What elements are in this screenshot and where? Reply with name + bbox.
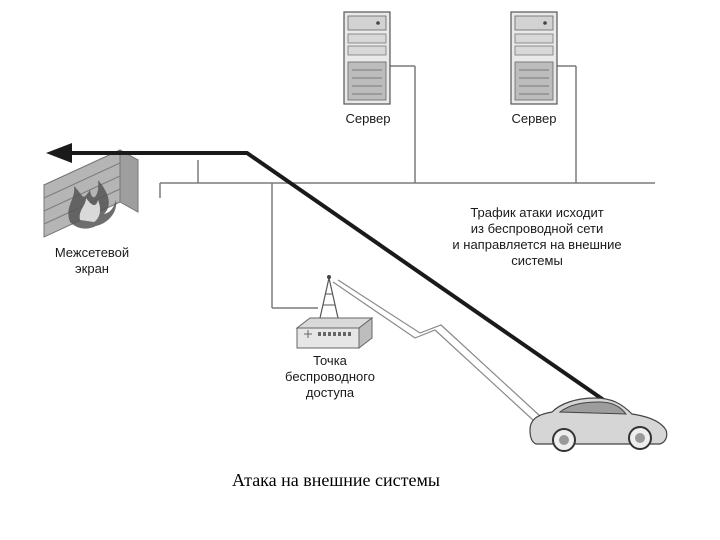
wireless-signal (332, 279, 541, 421)
server-left-label: Сервер (345, 111, 391, 126)
network-lines (159, 65, 655, 309)
figure-caption: Атака на внешние системы (232, 470, 440, 490)
attack-note: Трафик атаки исходит из беспроводной сет… (432, 205, 642, 269)
access-point-icon (295, 275, 374, 350)
server-left (343, 11, 391, 105)
access-point-label: Точка беспроводного доступа (270, 353, 390, 401)
attack-note-line3: и направляется на внешние (452, 237, 622, 252)
arrow-head-icon (46, 143, 72, 163)
firewall-label-line2: экран (75, 261, 109, 276)
access-point-label-line2: беспроводного (285, 369, 375, 384)
access-point-label-line1: Точка (313, 353, 347, 368)
server-right-label: Сервер (511, 111, 557, 126)
access-point-label-line3: доступа (305, 385, 355, 400)
firewall-label: Межсетевой экран (38, 245, 146, 277)
attack-note-line1: Трафик атаки исходит (470, 205, 604, 220)
firewall-label-line1: Межсетевой (54, 245, 130, 260)
attack-traffic-path (46, 143, 610, 405)
attack-note-line4: системы (511, 253, 563, 268)
server-right (510, 11, 558, 105)
attack-note-line2: из беспроводной сети (470, 221, 604, 236)
firewall-icon (42, 149, 140, 238)
car-icon (529, 397, 668, 452)
